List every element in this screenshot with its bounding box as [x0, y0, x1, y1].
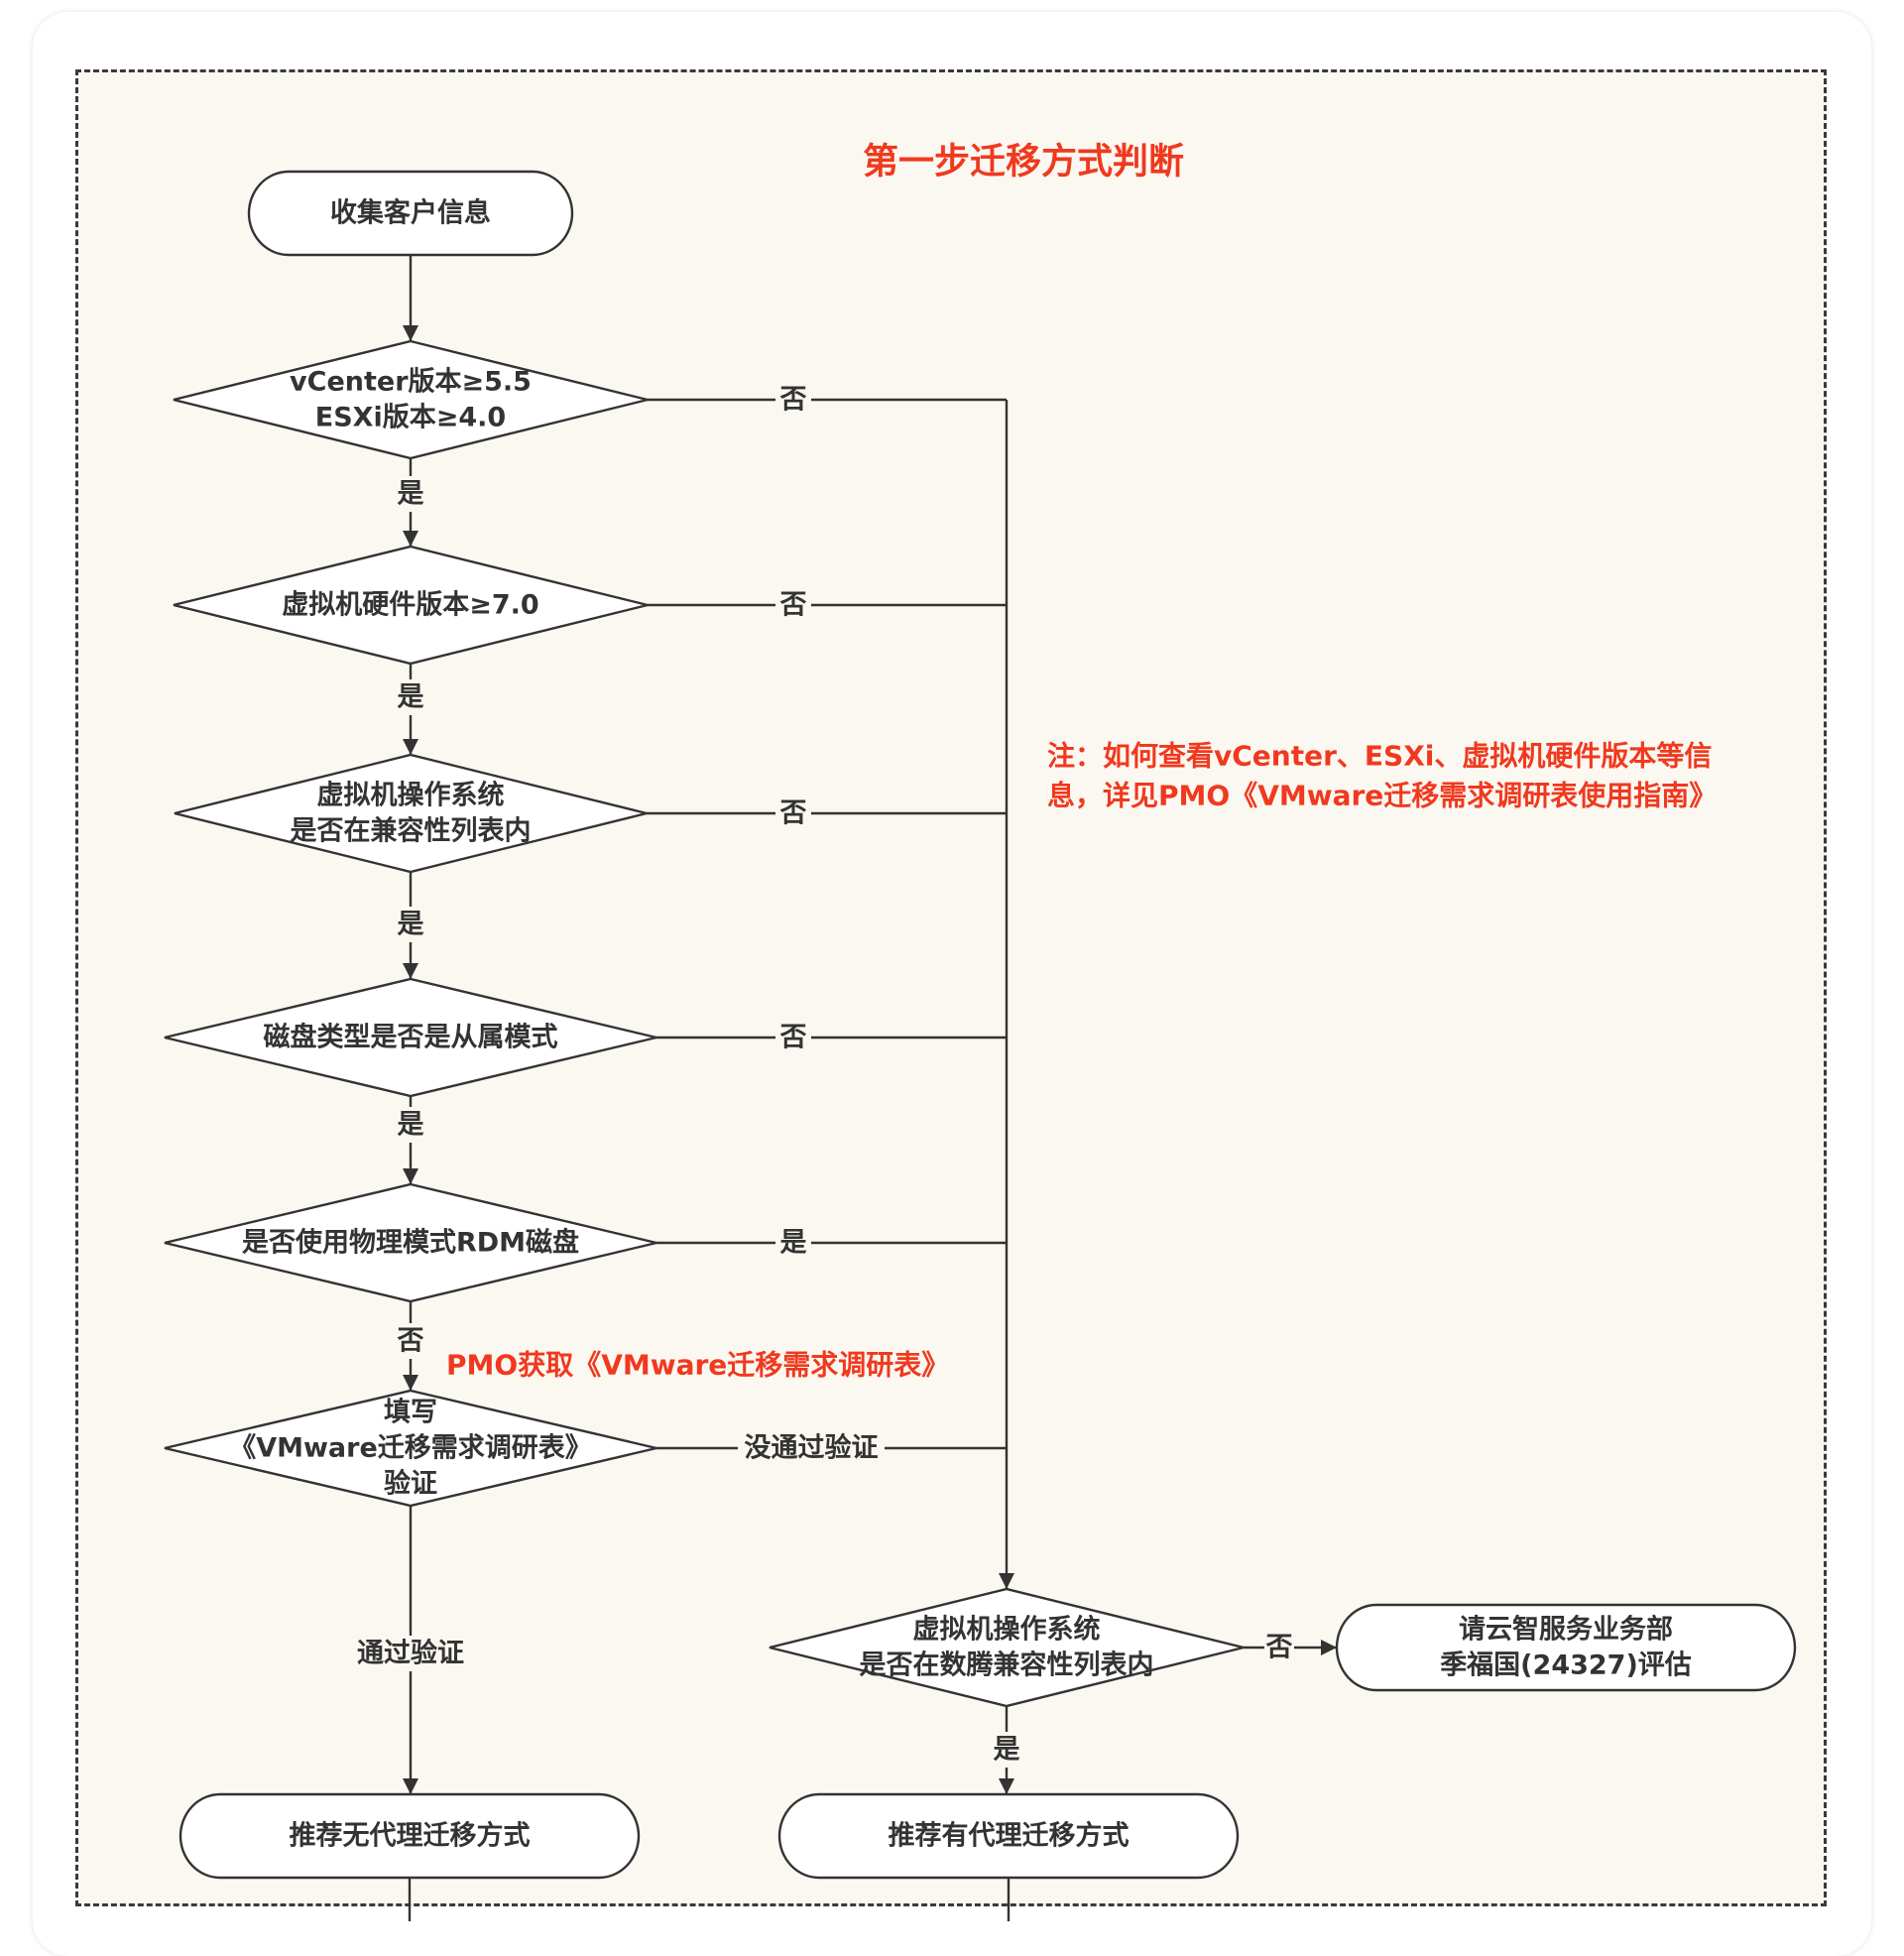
arrowhead-icon — [999, 1573, 1014, 1589]
node-text: 是否在数腾兼容性列表内 — [860, 1650, 1154, 1681]
edge-label: 否 — [775, 1020, 811, 1055]
node-text: 磁盘类型是否是从属模式 — [264, 1022, 558, 1053]
svg-text:否: 否 — [1266, 1633, 1293, 1663]
edge-label: 是 — [775, 1225, 811, 1261]
note-line-2: 息，详见PMO《VMware迁移需求调研表使用指南》 — [1047, 780, 1717, 812]
diagram-title: 第一步迁移方式判断 — [863, 142, 1184, 183]
edge-label: 是 — [393, 907, 428, 942]
edge-label: 是 — [989, 1732, 1024, 1768]
arrowhead-icon — [403, 325, 418, 341]
decision-diamond — [173, 545, 649, 666]
node-text: 验证 — [384, 1468, 437, 1500]
arrowhead-icon — [999, 1778, 1014, 1794]
svg-text:是: 是 — [994, 1735, 1020, 1766]
decision-diamond — [164, 1389, 657, 1508]
node-text: 收集客户信息 — [330, 197, 491, 229]
arrowhead-icon — [403, 963, 418, 979]
node-d4: 磁盘类型是否是从属模式 — [164, 977, 657, 1098]
node-text: 《VMware迁移需求调研表》 — [229, 1433, 592, 1464]
edge-label: 是 — [393, 1107, 428, 1143]
arrowhead-icon — [403, 531, 418, 547]
node-text: 填写 — [384, 1398, 437, 1428]
edge-label: 否 — [775, 382, 811, 418]
edge-label: 否 — [393, 1323, 428, 1359]
arrowhead-icon — [403, 1778, 418, 1794]
node-d2: 虚拟机硬件版本≥7.0 — [173, 545, 649, 666]
decision-diamond — [174, 753, 648, 874]
terminal-shape — [178, 1792, 641, 1880]
node-text: 是否使用物理模式RDM磁盘 — [242, 1227, 579, 1259]
node-d5: 是否使用物理模式RDM磁盘 — [164, 1182, 657, 1303]
node-text: 是否在兼容性列表内 — [291, 815, 532, 847]
node-text: 虚拟机硬件版本≥7.0 — [282, 590, 538, 621]
svg-text:是: 是 — [780, 1228, 807, 1259]
decision-diamond — [164, 1182, 657, 1303]
svg-text:否: 否 — [780, 798, 807, 829]
svg-text:通过验证: 通过验证 — [357, 1638, 464, 1669]
node-text: 虚拟机操作系统 — [317, 780, 505, 811]
edge-label: 是 — [393, 476, 428, 512]
svg-text:否: 否 — [398, 1326, 424, 1357]
svg-text:否: 否 — [780, 385, 807, 416]
svg-text:是: 是 — [398, 910, 424, 940]
svg-text:没通过验证: 没通过验证 — [745, 1432, 879, 1464]
node-text: 请云智服务业务部 — [1459, 1614, 1673, 1646]
svg-text:是: 是 — [398, 1110, 424, 1141]
arrowhead-icon — [1321, 1640, 1337, 1655]
node-text: ESXi版本≥4.0 — [315, 403, 506, 433]
svg-text:是: 是 — [398, 682, 424, 713]
arrowhead-icon — [403, 1168, 418, 1184]
terminal-shape — [1335, 1603, 1797, 1692]
decision-diamond — [164, 977, 657, 1098]
note-line-1: 注：如何查看vCenter、ESXi、虚拟机硬件版本等信 — [1047, 740, 1712, 773]
node-agent: 推荐有代理迁移方式 — [777, 1792, 1240, 1880]
svg-text:否: 否 — [780, 1023, 807, 1053]
decision-diamond — [769, 1587, 1245, 1708]
terminal-shape — [777, 1792, 1240, 1880]
node-text: 推荐有代理迁移方式 — [889, 1820, 1130, 1852]
terminal-shape — [247, 170, 574, 257]
svg-text:是: 是 — [398, 479, 424, 510]
arrowhead-icon — [403, 739, 418, 755]
node-text: 季福国(24327)评估 — [1440, 1650, 1692, 1681]
arrowhead-icon — [403, 1375, 418, 1391]
edge-label: 通过验证 — [351, 1636, 470, 1671]
svg-text:否: 否 — [780, 590, 807, 621]
edge-label: 否 — [775, 587, 811, 623]
decision-diamond — [173, 339, 649, 460]
pmo-note: PMO获取《VMware迁移需求调研表》 — [446, 1349, 949, 1382]
node-text: vCenter版本≥5.5 — [290, 367, 532, 398]
edge-label: 没通过验证 — [738, 1430, 885, 1466]
edge-label: 是 — [393, 679, 428, 715]
edge-label: 否 — [775, 795, 811, 831]
edge-label: 否 — [1264, 1630, 1294, 1665]
node-text: 虚拟机操作系统 — [913, 1614, 1101, 1646]
node-start: 收集客户信息 — [247, 170, 574, 257]
node-text: 推荐无代理迁移方式 — [290, 1820, 531, 1852]
node-d6: 填写《VMware迁移需求调研表》验证 — [164, 1389, 657, 1508]
node-agentless: 推荐无代理迁移方式 — [178, 1792, 641, 1880]
